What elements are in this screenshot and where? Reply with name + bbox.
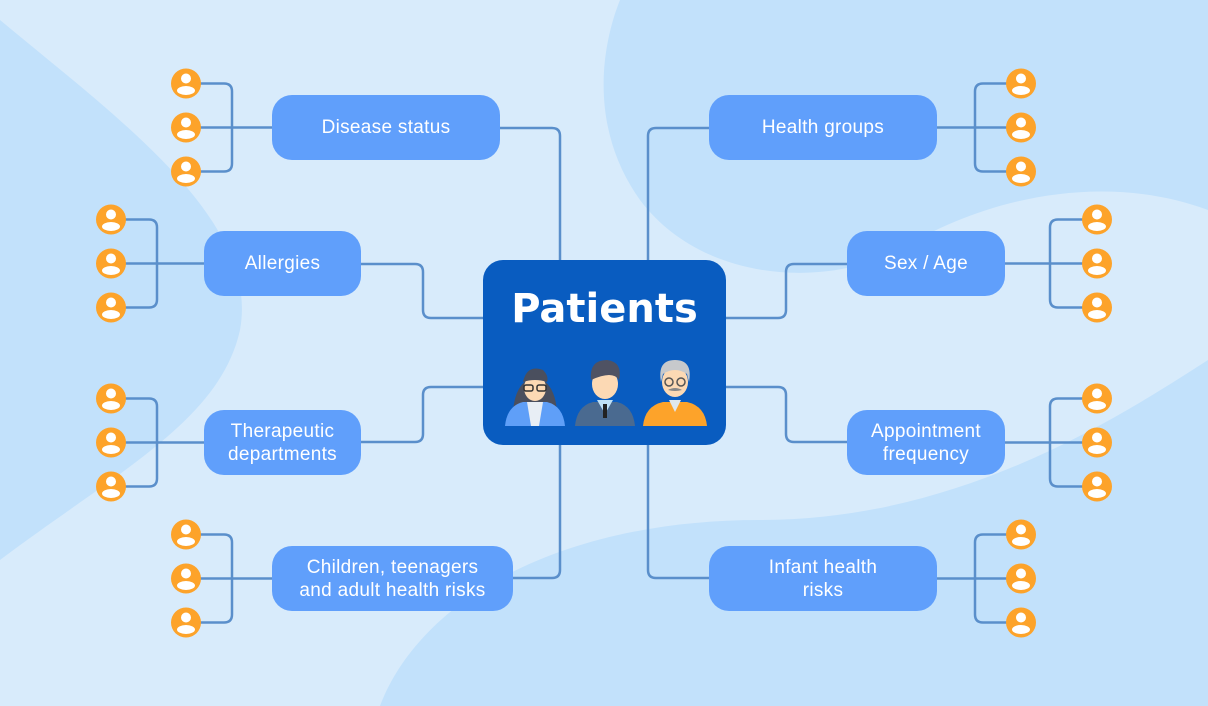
person-icon: [1082, 471, 1112, 502]
person-icon: [171, 68, 201, 99]
person-icon: [96, 471, 126, 502]
branch-therapeutic-departments: Therapeutic departments: [204, 410, 361, 475]
patients-center-node: Patients: [483, 260, 726, 445]
person-icon: [1006, 519, 1036, 550]
branch-allergies: Allergies: [204, 231, 361, 296]
person-icon: [96, 204, 126, 235]
bracket-sex-age: [1005, 218, 1097, 309]
person-icon: [1006, 68, 1036, 99]
connector-disease-status: [500, 126, 562, 260]
person-icon: [171, 519, 201, 550]
branch-label: Infant health risks: [768, 556, 878, 601]
person-icon: [171, 563, 201, 594]
branch-appointment-frequency: Appointment frequency: [847, 410, 1005, 475]
branch-sex-age: Sex / Age: [847, 231, 1005, 296]
branch-label: Therapeutic departments: [228, 420, 337, 465]
person-icon: [96, 383, 126, 414]
man-patient-icon: [575, 360, 635, 426]
connector-allergies: [361, 262, 483, 320]
branch-infant-health-risks: Infant health risks: [709, 546, 937, 611]
bracket-allergies: [111, 218, 204, 309]
person-icon: [1082, 427, 1112, 458]
connector-infant-health-risks: [646, 445, 709, 580]
branch-label: Allergies: [244, 253, 321, 274]
branch-label: Appointment frequency: [871, 420, 981, 465]
connector-appointment-frequency: [726, 385, 847, 444]
person-icon: [1082, 383, 1112, 414]
person-icon: [171, 112, 201, 143]
bracket-appointment-frequency: [1005, 397, 1097, 488]
branch-disease-status: Disease status: [272, 95, 500, 160]
person-icon: [96, 427, 126, 458]
branch-label: Health groups: [761, 117, 885, 138]
person-icon: [1006, 156, 1036, 187]
bracket-therapeutic-departments: [111, 397, 204, 488]
person-icon: [96, 248, 126, 279]
center-title: Patients: [511, 286, 698, 332]
branch-label: Children, teenagers and adult health ris…: [299, 556, 486, 601]
person-icon: [171, 156, 201, 187]
person-icon: [1082, 292, 1112, 323]
person-icon: [1006, 563, 1036, 594]
person-icon: [96, 292, 126, 323]
connector-sex-age: [726, 262, 847, 320]
patients-illustration: [505, 360, 707, 426]
connector-children-teenagers-and-adult-health-risks: [513, 445, 562, 580]
person-icon: [1082, 204, 1112, 235]
branch-health-groups: Health groups: [709, 95, 937, 160]
branch-label: Disease status: [321, 117, 451, 138]
woman-patient-icon: [505, 368, 565, 426]
branch-children-teenagers-and-adult-health-risks: Children, teenagers and adult health ris…: [272, 546, 513, 611]
connector-therapeutic-departments: [361, 385, 483, 444]
connector-health-groups: [646, 126, 709, 260]
person-icon: [1006, 112, 1036, 143]
branch-label: Sex / Age: [883, 253, 969, 274]
person-icon: [1082, 248, 1112, 279]
elderly-patient-icon: [643, 360, 707, 426]
person-icon: [1006, 607, 1036, 638]
person-icon: [171, 607, 201, 638]
